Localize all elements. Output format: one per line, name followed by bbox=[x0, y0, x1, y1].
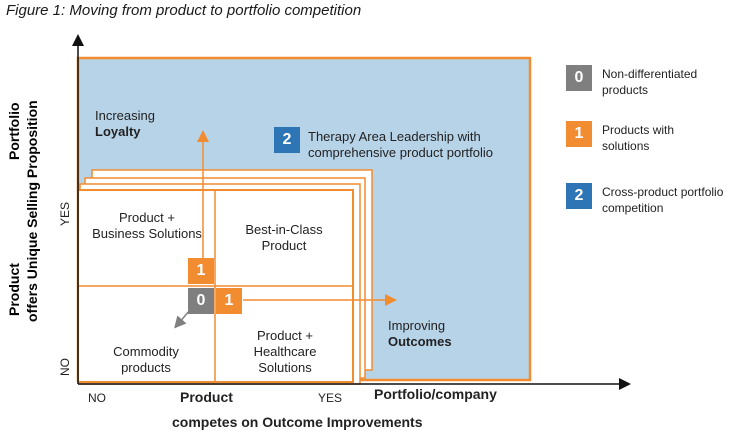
legend-badge-1: 1 bbox=[566, 121, 592, 147]
loyalty-bold: Loyalty bbox=[95, 124, 141, 139]
y-tick-no: NO bbox=[58, 358, 72, 376]
y-axis-label-product: Product bbox=[6, 263, 22, 316]
x-axis-subtitle: competes on Outcome Improvements bbox=[172, 414, 423, 430]
quadrant-bottom-left: Commodity products bbox=[113, 344, 179, 375]
quadrant-top-left: Product + Business Solutions bbox=[92, 210, 202, 241]
therapy-area-label: Therapy Area Leadership with comprehensi… bbox=[308, 129, 493, 160]
loyalty-label: Increasing Loyalty bbox=[95, 108, 155, 140]
badge-right-1: 1 bbox=[216, 288, 242, 314]
y-tick-yes: YES bbox=[58, 201, 72, 226]
badge-therapy-2: 2 bbox=[274, 127, 300, 153]
y-axis-label-portfolio: Portfolio bbox=[6, 102, 22, 160]
quadrant-bottom-right: Product + Healthcare Solutions bbox=[253, 328, 317, 375]
quadrant-top-right: Best-in-Class Product bbox=[245, 222, 323, 253]
legend-text-0: Non-differentiated products bbox=[602, 67, 698, 97]
x-tick-yes: YES bbox=[318, 391, 343, 405]
x-tick-no: NO bbox=[88, 391, 106, 405]
outcomes-bold: Outcomes bbox=[388, 334, 452, 349]
badge-up-1: 1 bbox=[188, 258, 214, 284]
legend-badge-0: 0 bbox=[566, 65, 592, 91]
outcomes-prefix: Improving bbox=[388, 318, 446, 333]
legend-text-2: Cross-product portfolio competition bbox=[602, 185, 724, 215]
x-axis-label-product: Product bbox=[180, 389, 233, 405]
y-axis-label-usp: offers Unique Selling Proposition bbox=[24, 100, 40, 322]
x-axis-label-portfolio: Portfolio/company bbox=[374, 386, 497, 402]
figure-caption: Figure 1: Moving from product to portfol… bbox=[6, 2, 362, 19]
badge-center-0: 0 bbox=[188, 288, 214, 314]
loyalty-prefix: Increasing bbox=[95, 108, 155, 123]
legend-text-1: Products with solutions bbox=[602, 123, 675, 153]
legend-badge-2: 2 bbox=[566, 183, 592, 209]
outcomes-label: Improving Outcomes bbox=[388, 318, 452, 350]
